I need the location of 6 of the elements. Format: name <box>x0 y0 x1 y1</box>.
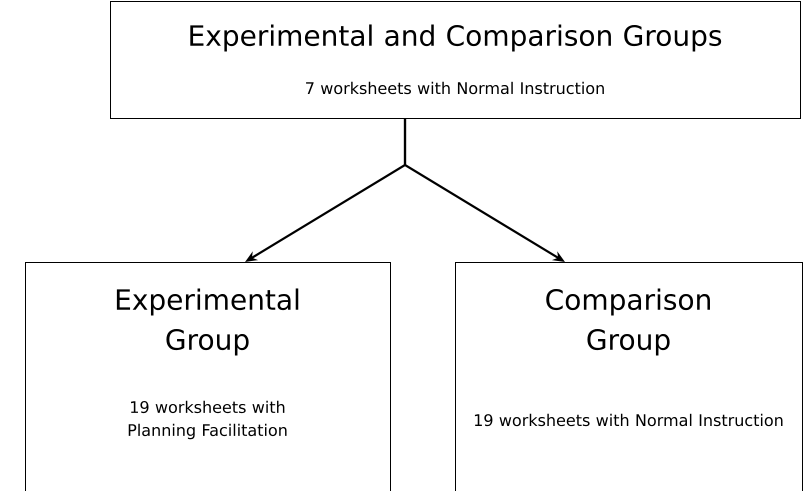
heading: Experimental and Comparison Groups <box>190 24 722 52</box>
heading: Experimental Group <box>116 288 298 356</box>
description: 19 worksheets with Planning Facilitation <box>128 400 287 440</box>
description: 7 worksheets with Normal Instruction <box>306 82 604 94</box>
heading: Comparison Group <box>546 288 710 356</box>
description: 19 worksheets with Normal Instruction <box>474 414 782 426</box>
